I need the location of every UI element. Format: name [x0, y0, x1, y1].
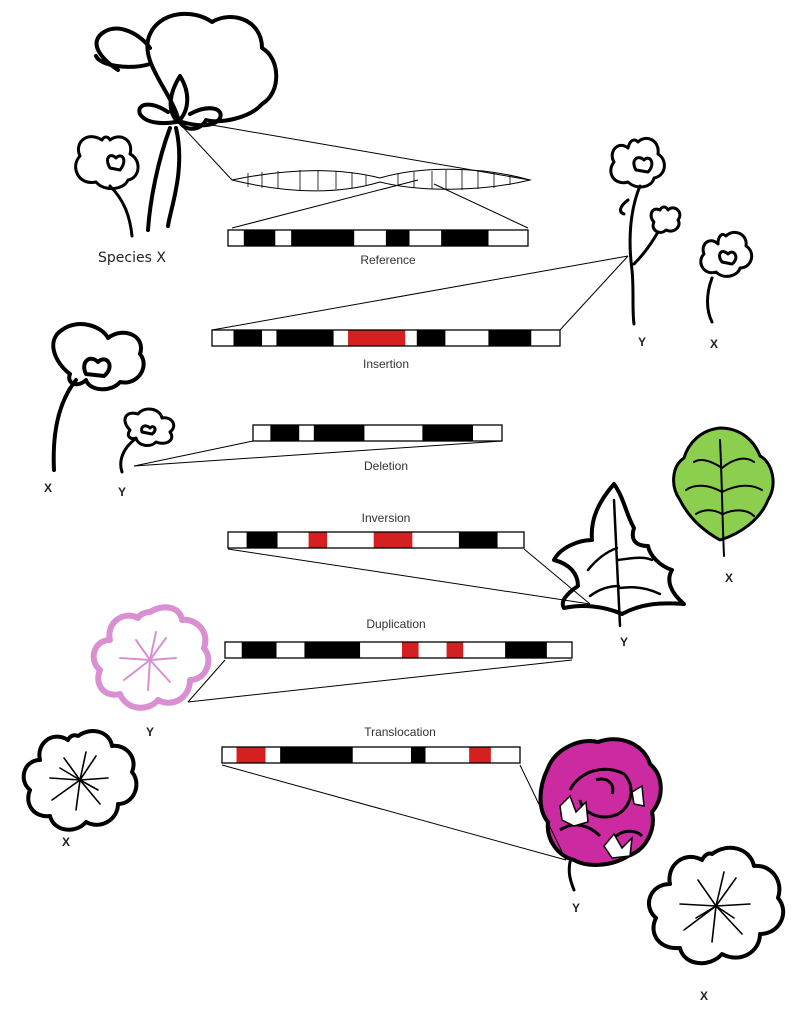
inversion-y-label: Y: [620, 635, 628, 649]
insertion-y-label: Y: [638, 335, 646, 349]
duplication-segment-red: [401, 642, 419, 658]
plant-y-top-right: [609, 137, 682, 326]
deletion-segment-black: [313, 425, 365, 441]
translocation-segment-white: [352, 747, 411, 763]
plant-x-top-right: [699, 230, 754, 324]
inversion-segment-white: [327, 532, 374, 548]
insertion-segment-white: [445, 330, 489, 346]
duplication-segment-white: [546, 642, 572, 658]
deletion-bar-frame: [252, 424, 503, 442]
inversion-segment-white: [277, 532, 309, 548]
duplication-segment-black: [241, 642, 277, 658]
translocation-y-label: Y: [572, 901, 580, 915]
duplication-bar-frame: [224, 641, 573, 659]
duplication-segment-white: [225, 642, 242, 658]
leaf-x-green: [672, 426, 775, 557]
deletion-y-label: Y: [118, 485, 126, 499]
reference-segment-white: [488, 230, 528, 246]
duplication-y-label: Y: [146, 725, 154, 739]
reference-segment-white: [275, 230, 292, 246]
deletion-segment-white: [473, 425, 502, 441]
insertion-segment-red: [348, 330, 406, 346]
deletion-segment-white: [253, 425, 271, 441]
duplication-segment-white: [463, 642, 506, 658]
deletion-segment-white: [364, 425, 423, 441]
inversion-segment-red: [373, 532, 413, 548]
insertion-bar-frame: [211, 329, 561, 347]
insertion-label: Insertion: [363, 357, 409, 371]
inversion-bar: [227, 531, 525, 549]
insertion-x-label: X: [710, 337, 718, 351]
translocation-x-right-label: X: [700, 989, 708, 1003]
duplication-bar: [224, 641, 573, 659]
plant-y-deletion: [119, 407, 176, 474]
rose-y: [538, 737, 663, 892]
inversion-label: Inversion: [362, 511, 411, 525]
inversion-segment-white: [412, 532, 459, 548]
translocation-bar: [221, 746, 521, 764]
translocation-x-left-label: X: [62, 835, 70, 849]
translocation-segment-white: [425, 747, 470, 763]
flower-x-left: [21, 729, 139, 832]
reference-segment-white: [354, 230, 386, 246]
translocation-segment-white: [265, 747, 281, 763]
translocation-segment-white: [222, 747, 237, 763]
reference-bar-frame: [227, 229, 529, 247]
duplication-segment-white: [418, 642, 447, 658]
translocation-bar-frame: [221, 746, 521, 764]
duplication-segment-white: [360, 642, 402, 658]
insertion-segment-white: [531, 330, 560, 346]
insertion-segment-white: [405, 330, 417, 346]
reference-label: Reference: [360, 253, 416, 267]
reference-segment-black: [441, 230, 489, 246]
translocation-segment-red: [469, 747, 491, 763]
insertion-segment-black: [276, 330, 334, 346]
translocation-segment-red: [236, 747, 266, 763]
inversion-segment-white: [497, 532, 524, 548]
reference-segment-white: [228, 230, 244, 246]
duplication-segment-black: [505, 642, 547, 658]
deletion-segment-black: [270, 425, 300, 441]
plant-x-deletion: [51, 322, 146, 472]
duplication-segment-black: [304, 642, 361, 658]
reference-segment-black: [385, 230, 410, 246]
insertion-segment-black: [233, 330, 263, 346]
insertion-segment-black: [488, 330, 532, 346]
inversion-bar-frame: [227, 531, 525, 549]
inversion-x-label: X: [725, 571, 733, 585]
translocation-label: Translocation: [364, 725, 436, 739]
deletion-label: Deletion: [364, 459, 408, 473]
insertion-segment-white: [262, 330, 277, 346]
translocation-segment-white: [490, 747, 520, 763]
reference-segment-white: [409, 230, 442, 246]
deletion-segment-black: [422, 425, 474, 441]
insertion-bar: [211, 329, 561, 347]
inversion-segment-black: [246, 532, 278, 548]
insertion-segment-white: [333, 330, 349, 346]
flower-y-pink: [90, 604, 212, 711]
flower-x-bottom-right: [647, 845, 786, 965]
reference-segment-black: [291, 230, 355, 246]
duplication-segment-white: [276, 642, 305, 658]
reference-bar: [227, 229, 529, 247]
duplication-segment-red: [446, 642, 464, 658]
duplication-label: Duplication: [366, 617, 425, 631]
deletion-segment-white: [299, 425, 314, 441]
inversion-segment-red: [308, 532, 328, 548]
deletion-bar: [252, 424, 503, 442]
insertion-segment-black: [416, 330, 446, 346]
leaf-y-outline: [552, 482, 686, 628]
insertion-segment-white: [212, 330, 234, 346]
reference-segment-black: [243, 230, 276, 246]
translocation-segment-black: [410, 747, 426, 763]
inversion-segment-white: [228, 532, 247, 548]
translocation-segment-black: [280, 747, 353, 763]
deletion-x-label: X: [44, 481, 52, 495]
species-x-label: Species X: [98, 250, 166, 266]
species-x-cotton-plant: [74, 12, 279, 238]
inversion-segment-black: [458, 532, 498, 548]
